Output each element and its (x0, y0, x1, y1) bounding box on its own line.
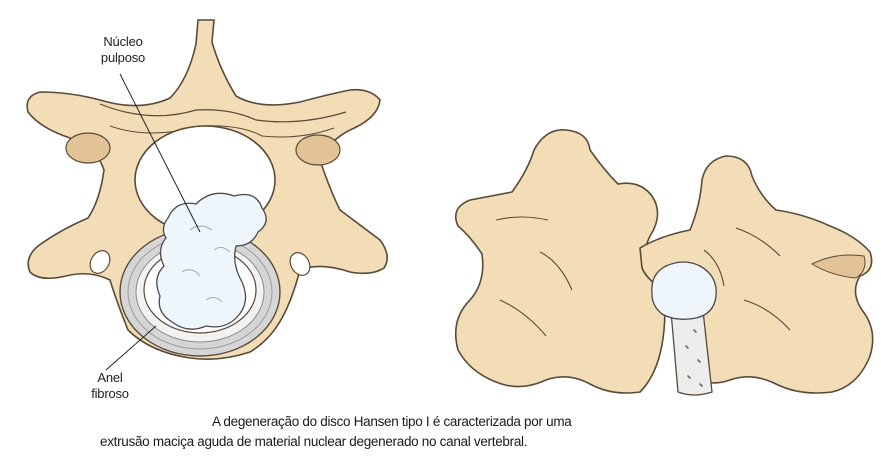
nucleus-pulposus-label: Núcleo pulposo (78, 34, 168, 66)
left-vertebra (456, 130, 665, 393)
vertebrae-lateral-view (456, 130, 873, 395)
vertebra-cross-section (27, 20, 387, 370)
annulus-label-line2: fibroso (70, 386, 150, 402)
caption-line-1: A degeneração do disco Hansen tipo I é c… (212, 412, 572, 431)
right-facet (296, 135, 340, 165)
annulus-label-line1: Anel (70, 370, 150, 386)
caption-line-2: extrusão maciça aguda de material nuclea… (100, 432, 527, 451)
extruded-nucleus (652, 262, 716, 319)
nucleus-label-line1: Núcleo (78, 34, 168, 50)
left-facet (66, 133, 110, 163)
annulus-fibrosus-label: Anel fibroso (70, 370, 150, 402)
nucleus-label-line2: pulposo (78, 50, 168, 66)
